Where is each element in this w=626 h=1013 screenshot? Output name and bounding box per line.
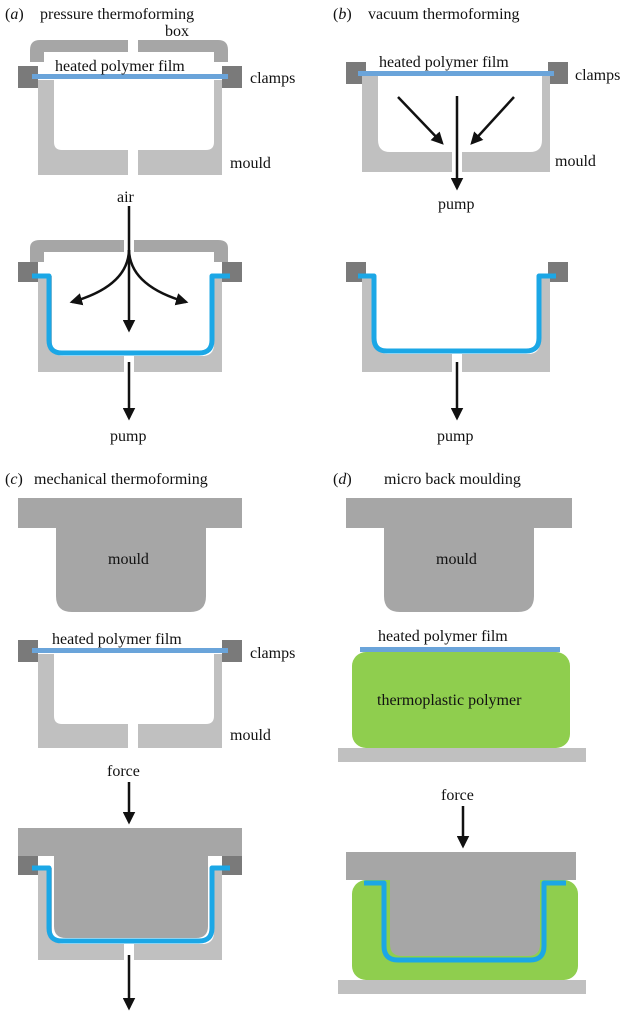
pump-label: pump — [110, 428, 146, 445]
panel-b-letter: (b) — [333, 6, 352, 23]
formed-film — [358, 273, 556, 354]
vacuum-top-stage: heated polymer film clamps mould pump — [346, 54, 620, 213]
base-plate — [338, 980, 586, 994]
mould-top-label: mould — [108, 551, 149, 568]
mould-right — [134, 276, 222, 372]
mechanical-pressed-stage: force — [18, 763, 242, 1011]
panel-a-title: pressure thermoforming — [40, 6, 194, 23]
panel-a: (a) pressure thermoforming heated polyme… — [5, 6, 295, 445]
vacuum-arrow-left — [397, 96, 444, 145]
polymer-film — [32, 648, 228, 653]
clamp-left — [346, 62, 366, 84]
base-plate — [338, 748, 586, 762]
mechanical-film-stage: heated polymer film clamps mould — [18, 631, 295, 748]
pressure-formed-stage: air pump — [18, 189, 242, 445]
formed-film — [32, 273, 230, 356]
mould-top-label: mould — [436, 551, 477, 568]
box-right-half — [138, 40, 228, 62]
box-right-half — [134, 240, 228, 262]
mould-right — [138, 80, 222, 175]
clamp-right — [222, 855, 242, 875]
panel-c-title: mechanical thermoforming — [34, 471, 208, 488]
clamps-label: clamps — [575, 67, 620, 84]
pump-label-top: pump — [438, 196, 474, 213]
mould-stamp — [18, 828, 242, 938]
clamp-right — [222, 66, 242, 88]
mould-right — [134, 868, 222, 960]
air-label: air — [117, 189, 135, 206]
clamps-label: clamps — [250, 70, 295, 87]
clamp-left — [18, 66, 38, 88]
mould-left — [38, 654, 128, 748]
panel-c: (c) mechanical thermoforming mould heate… — [5, 471, 295, 1011]
polymer-label: thermoplastic polymer — [377, 692, 522, 709]
pump-label-bottom: pump — [437, 428, 473, 445]
backmould-film-stage: heated polymer film thermoplastic polyme… — [338, 628, 586, 762]
clamp-left — [18, 262, 38, 282]
clamps-label: clamps — [250, 645, 295, 662]
film-label: heated polymer film — [52, 631, 182, 648]
box-label: box — [165, 23, 189, 40]
mould-right — [462, 76, 550, 172]
mould-left — [362, 76, 452, 172]
force-label: force — [107, 763, 140, 780]
mechanical-mould-stage: mould — [18, 498, 242, 612]
pressure-box-mould-top: heated polymer film box clamps mould — [18, 23, 295, 175]
mould-left — [38, 80, 128, 175]
clamp-right — [222, 262, 242, 282]
film-label: heated polymer film — [379, 54, 509, 71]
vacuum-arrow-right — [470, 96, 515, 145]
polymer-film — [358, 71, 554, 76]
air-arrow-right — [127, 249, 189, 306]
mould-label: mould — [555, 153, 596, 170]
formed-film — [32, 865, 230, 944]
vacuum-formed-stage: pump — [346, 262, 568, 445]
panel-d-title: micro back moulding — [384, 471, 521, 488]
clamp-left — [18, 855, 38, 875]
polymer-film — [360, 647, 560, 652]
mould-stamp — [346, 852, 576, 956]
box-left-half — [30, 240, 124, 262]
panel-c-letter: (c) — [5, 471, 23, 488]
mould-label: mould — [230, 155, 271, 172]
mould-stamp — [346, 498, 572, 612]
box-left-half — [30, 40, 128, 62]
air-arrow-left — [69, 249, 131, 306]
panel-b: (b) vacuum thermoforming heated polymer … — [333, 6, 620, 445]
backmould-mould-stage: mould — [346, 498, 572, 612]
thermoplastic-block — [352, 652, 570, 748]
formed-film — [364, 880, 566, 963]
mould-right — [138, 654, 222, 748]
clamp-right — [222, 640, 242, 662]
film-label: heated polymer film — [55, 58, 185, 75]
mould-stamp — [18, 498, 242, 612]
backmould-pressed-stage: force — [338, 787, 586, 994]
mould-label: mould — [230, 727, 271, 744]
panel-d: (d) micro back moulding mould heated pol… — [333, 471, 586, 994]
clamp-left — [18, 640, 38, 662]
panel-a-letter: (a) — [5, 6, 24, 23]
film-label: heated polymer film — [378, 628, 508, 645]
mould-left — [362, 276, 452, 372]
force-label: force — [441, 787, 474, 804]
panel-b-title: vacuum thermoforming — [368, 6, 520, 23]
panel-d-letter: (d) — [333, 471, 352, 488]
polymer-film — [32, 74, 228, 79]
clamp-right — [548, 62, 568, 84]
clamp-right — [548, 262, 568, 282]
